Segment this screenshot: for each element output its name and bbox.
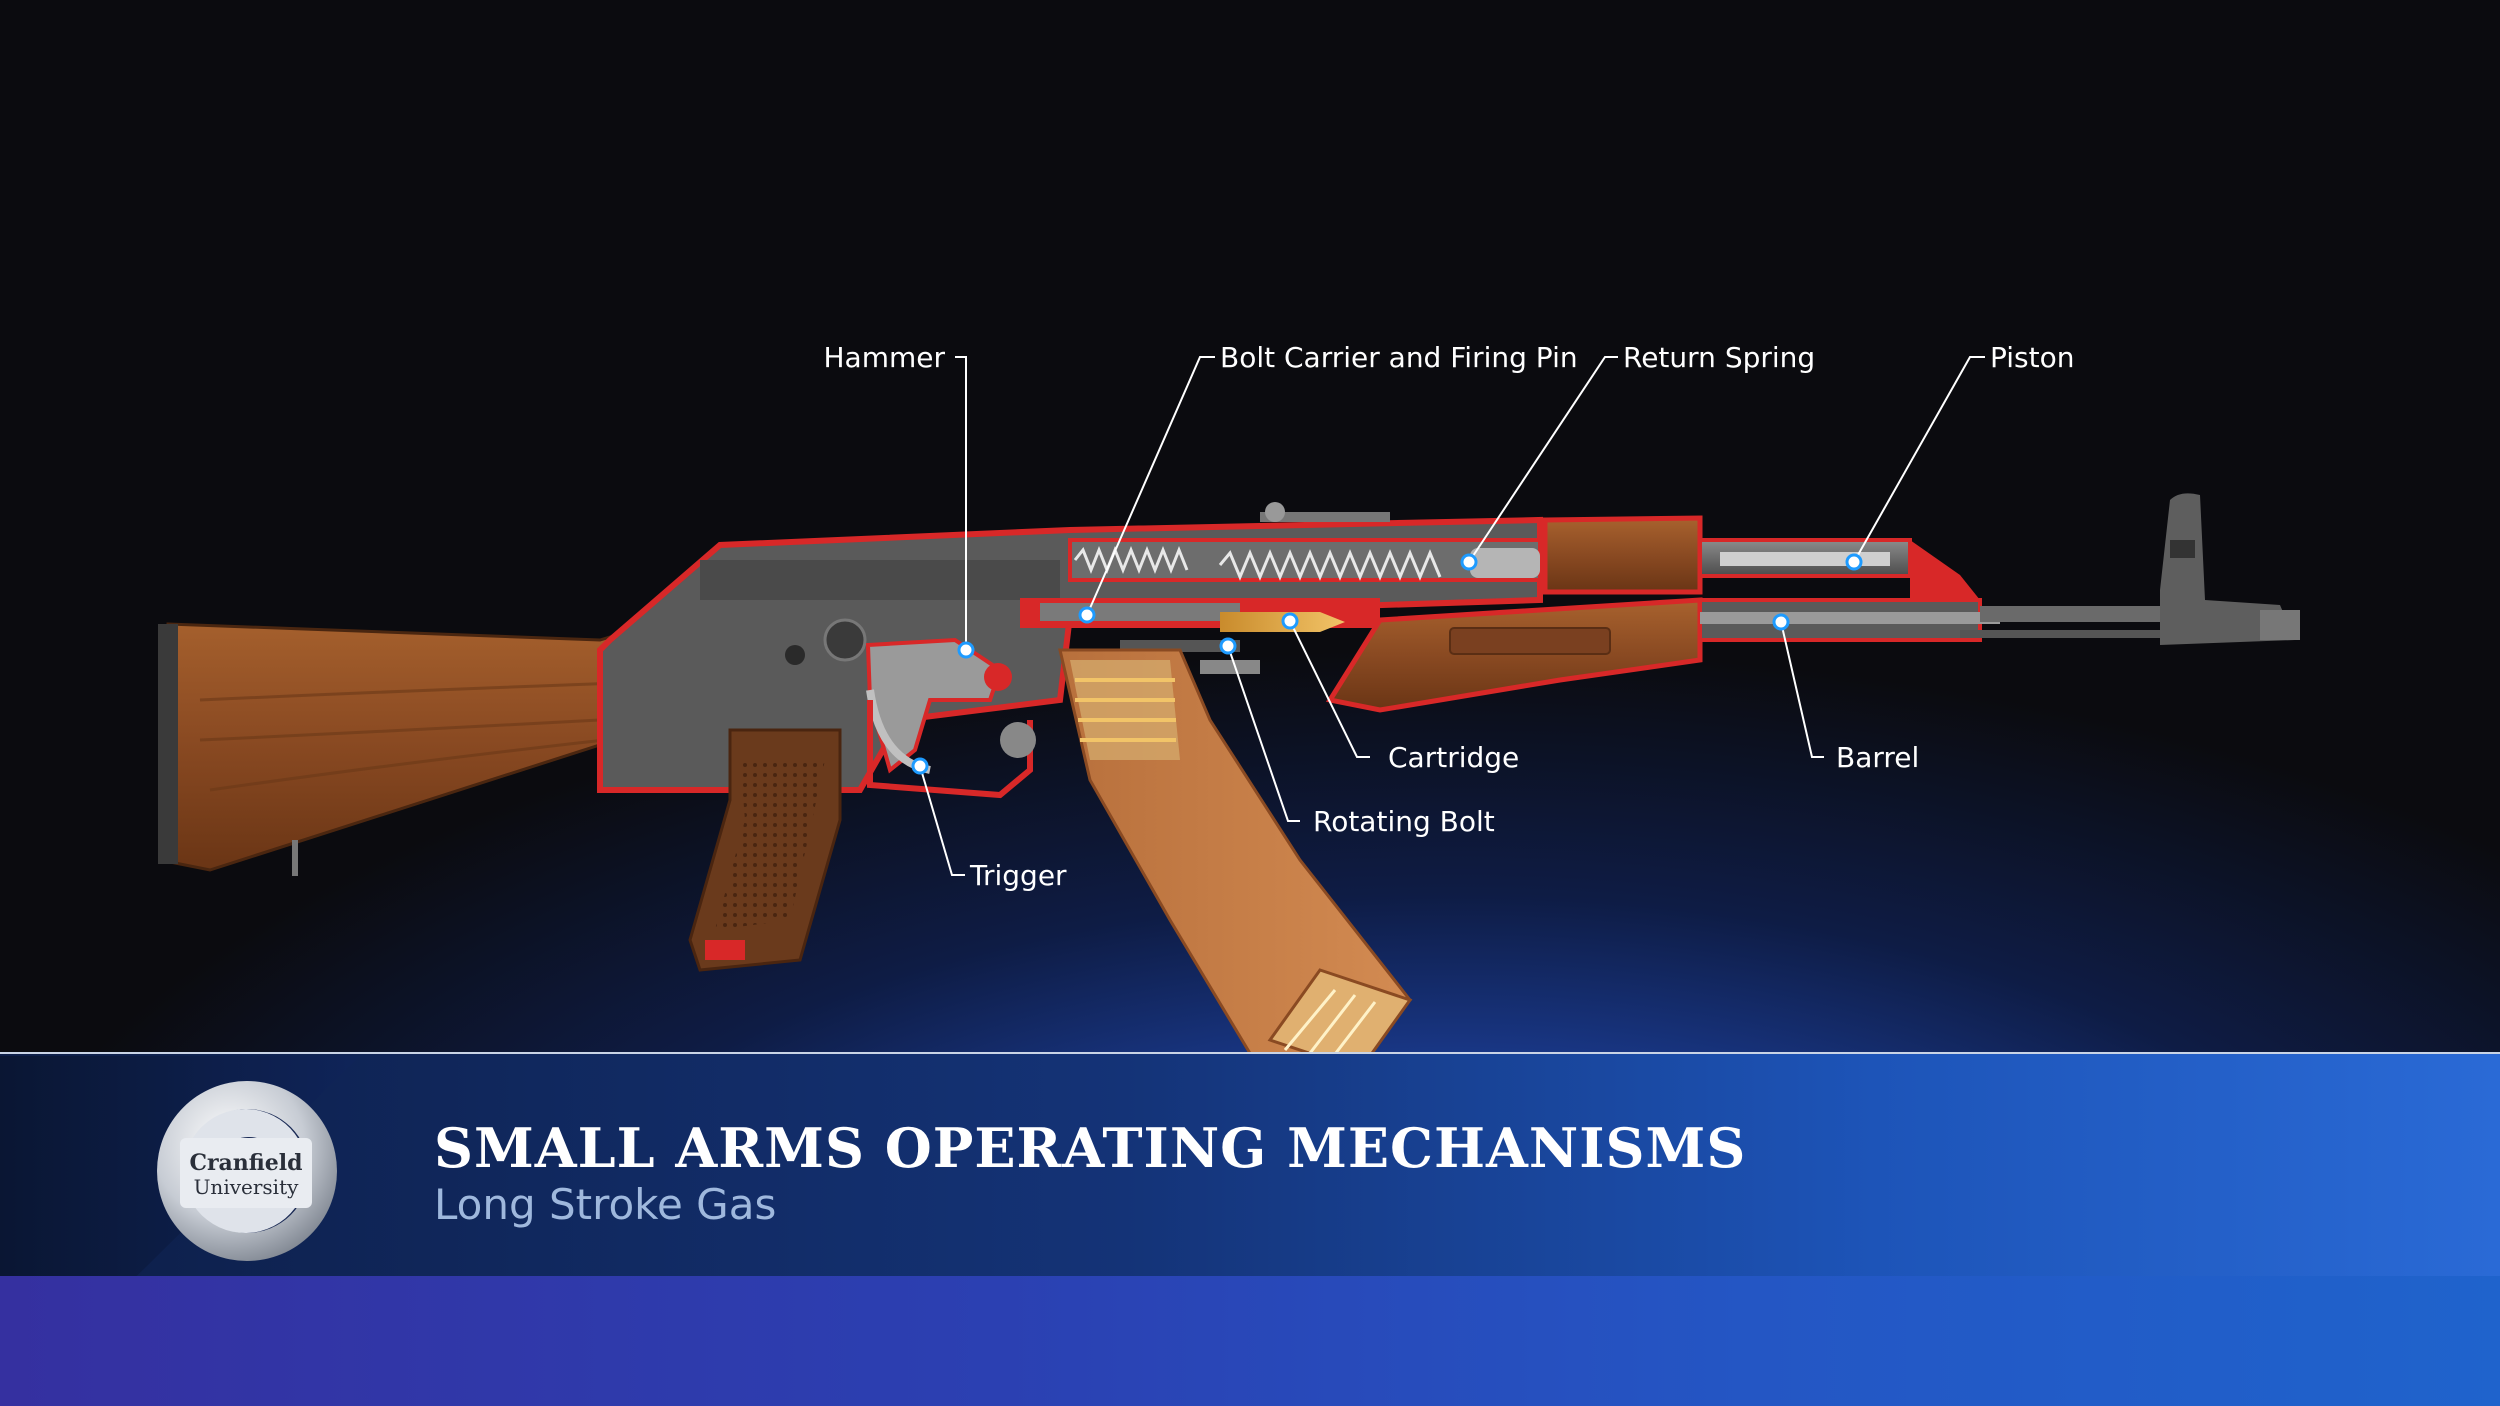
callout-hammer: Hammer	[823, 341, 945, 374]
logo-line1: Cranfield	[189, 1150, 302, 1176]
rear-sight	[1260, 502, 1390, 522]
cranfield-logo: Cranfield University	[157, 1081, 337, 1261]
receiver	[597, 516, 1543, 793]
trigger-dot	[911, 757, 929, 775]
piston-dot	[1845, 553, 1863, 571]
callout-piston: Piston	[1990, 341, 2075, 374]
callout-rotating-bolt: Rotating Bolt	[1313, 805, 1495, 838]
hammer-dot	[957, 641, 975, 659]
callout-cartridge: Cartridge	[1388, 741, 1519, 774]
barrel-assembly	[1698, 493, 2300, 645]
trigger-guard	[867, 700, 1036, 799]
callout-trigger: Trigger	[969, 859, 1067, 892]
callout-bolt-carrier: Bolt Carrier and Firing Pin	[1220, 341, 1578, 374]
callout-dots	[911, 553, 1863, 775]
return-spring-coil	[1073, 545, 1540, 581]
callout-return-spring: Return Spring	[1623, 341, 1815, 374]
logo-line2: University	[194, 1175, 300, 1199]
cartridge-dot	[1281, 612, 1299, 630]
callout-lines	[919, 356, 1985, 876]
bottom-band	[0, 1276, 2500, 1406]
page-title: SMALL ARMS OPERATING MECHANISMS	[434, 1116, 1747, 1180]
bolt-carrier-dot	[1078, 606, 1096, 624]
page-subtitle: Long Stroke Gas	[434, 1180, 777, 1229]
return-spring-dot	[1460, 553, 1478, 571]
pistol-grip	[688, 728, 842, 972]
barrel-dot	[1772, 613, 1790, 631]
handguard	[1325, 515, 1703, 713]
title-banner	[0, 1054, 2500, 1276]
rotating-bolt-dot	[1219, 637, 1237, 655]
magazine	[1058, 648, 1413, 1105]
callout-barrel: Barrel	[1836, 741, 1919, 774]
